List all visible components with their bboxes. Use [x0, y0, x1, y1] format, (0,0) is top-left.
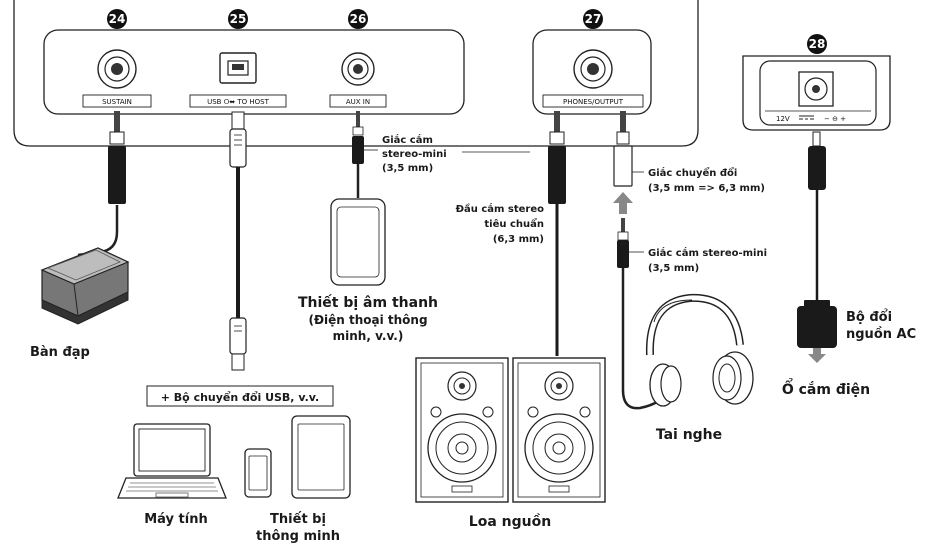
sustain-jack: SUSTAIN	[82, 49, 152, 108]
computer-label: Máy tính	[144, 512, 208, 527]
std-plug-label-line3: (6,3 mm)	[493, 234, 544, 245]
aux-in-jack: AUX IN	[329, 52, 387, 108]
ac-adapter-label-line2: nguồn AC	[846, 327, 916, 342]
headphone-cable	[617, 218, 670, 410]
audio-device-icon	[330, 198, 386, 286]
speaker-left-icon	[415, 357, 509, 503]
smart-device-label-line2: thông minh	[256, 529, 340, 544]
svg-text:28: 28	[809, 37, 826, 51]
audio-device-label-line2: (Điện thoại thông	[308, 313, 427, 327]
speakers-label: Loa nguồn	[469, 513, 551, 530]
usb-cable	[229, 111, 247, 371]
tablet-icon	[291, 415, 351, 499]
adapter-jack-label-line1: Giắc chuyển đổi	[648, 166, 737, 179]
port-number-28: 28	[807, 34, 827, 54]
mini-jack-label-line2: stereo-mini	[382, 149, 447, 160]
svg-text:27: 27	[585, 12, 602, 26]
smart-device-label-line1: Thiết bị	[270, 512, 326, 527]
svg-text:24: 24	[109, 12, 126, 26]
port-number-26: 26	[348, 9, 368, 29]
mini-jack-label-line1: Giắc cắm	[382, 133, 433, 146]
dc-polarity-label: − ⊖ +	[824, 115, 846, 123]
outlet-label: Ổ cắm điện	[782, 378, 870, 398]
usb-adapter-label: + Bộ chuyển đổi USB, v.v.	[161, 391, 319, 404]
svg-text:25: 25	[230, 12, 247, 26]
audio-device-label-line3: minh, v.v.)	[333, 329, 404, 343]
headphones-icon	[645, 293, 754, 407]
dc-symbol-icon	[799, 115, 814, 120]
ac-adapter-label-line1: Bộ đổi	[846, 309, 892, 325]
aux-in-label: AUX IN	[346, 98, 370, 106]
aux-cable	[352, 111, 378, 198]
phones-output-jack: PHONES/OUTPUT	[542, 49, 644, 108]
ac-adapter-cable	[808, 131, 826, 300]
sustain-pedal-icon	[40, 247, 130, 325]
phones-output-label: PHONES/OUTPUT	[563, 98, 624, 106]
audio-device-label-line1: Thiết bị âm thanh	[298, 294, 438, 311]
hp-jack-label-line2: (3,5 mm)	[648, 263, 699, 274]
svg-text:26: 26	[350, 12, 367, 26]
dc-voltage-label: 12V	[776, 115, 790, 123]
usb-to-host-port: USB ⭘⬌ TO HOST	[189, 52, 287, 108]
laptop-icon	[117, 423, 227, 499]
output-cable	[548, 111, 566, 356]
headphone-adapter	[613, 111, 644, 187]
ac-adapter-icon	[797, 300, 837, 363]
port-number-25: 25	[228, 9, 248, 29]
mini-jack-label-line3: (3,5 mm)	[382, 163, 433, 174]
usb-to-host-label: USB ⭘⬌ TO HOST	[207, 98, 270, 106]
smartphone-icon	[244, 448, 272, 498]
insert-arrow-icon	[613, 192, 633, 214]
speaker-right-icon	[512, 357, 606, 503]
hp-jack-label-line1: Giắc cắm stereo-mini	[648, 246, 767, 259]
adapter-jack-label-line2: (3,5 mm => 6,3 mm)	[648, 183, 765, 194]
pedal-label: Bàn đạp	[30, 345, 90, 360]
port-number-27: 27	[583, 9, 603, 29]
sustain-label: SUSTAIN	[102, 98, 132, 106]
std-plug-label-line1: Đầu cắm stereo	[456, 202, 545, 215]
port-number-24: 24	[107, 9, 127, 29]
std-plug-label-line2: tiêu chuẩn	[484, 217, 544, 230]
dc-in-panel: 12V − ⊖ +	[742, 55, 891, 131]
headphones-label: Tai nghe	[656, 427, 722, 443]
